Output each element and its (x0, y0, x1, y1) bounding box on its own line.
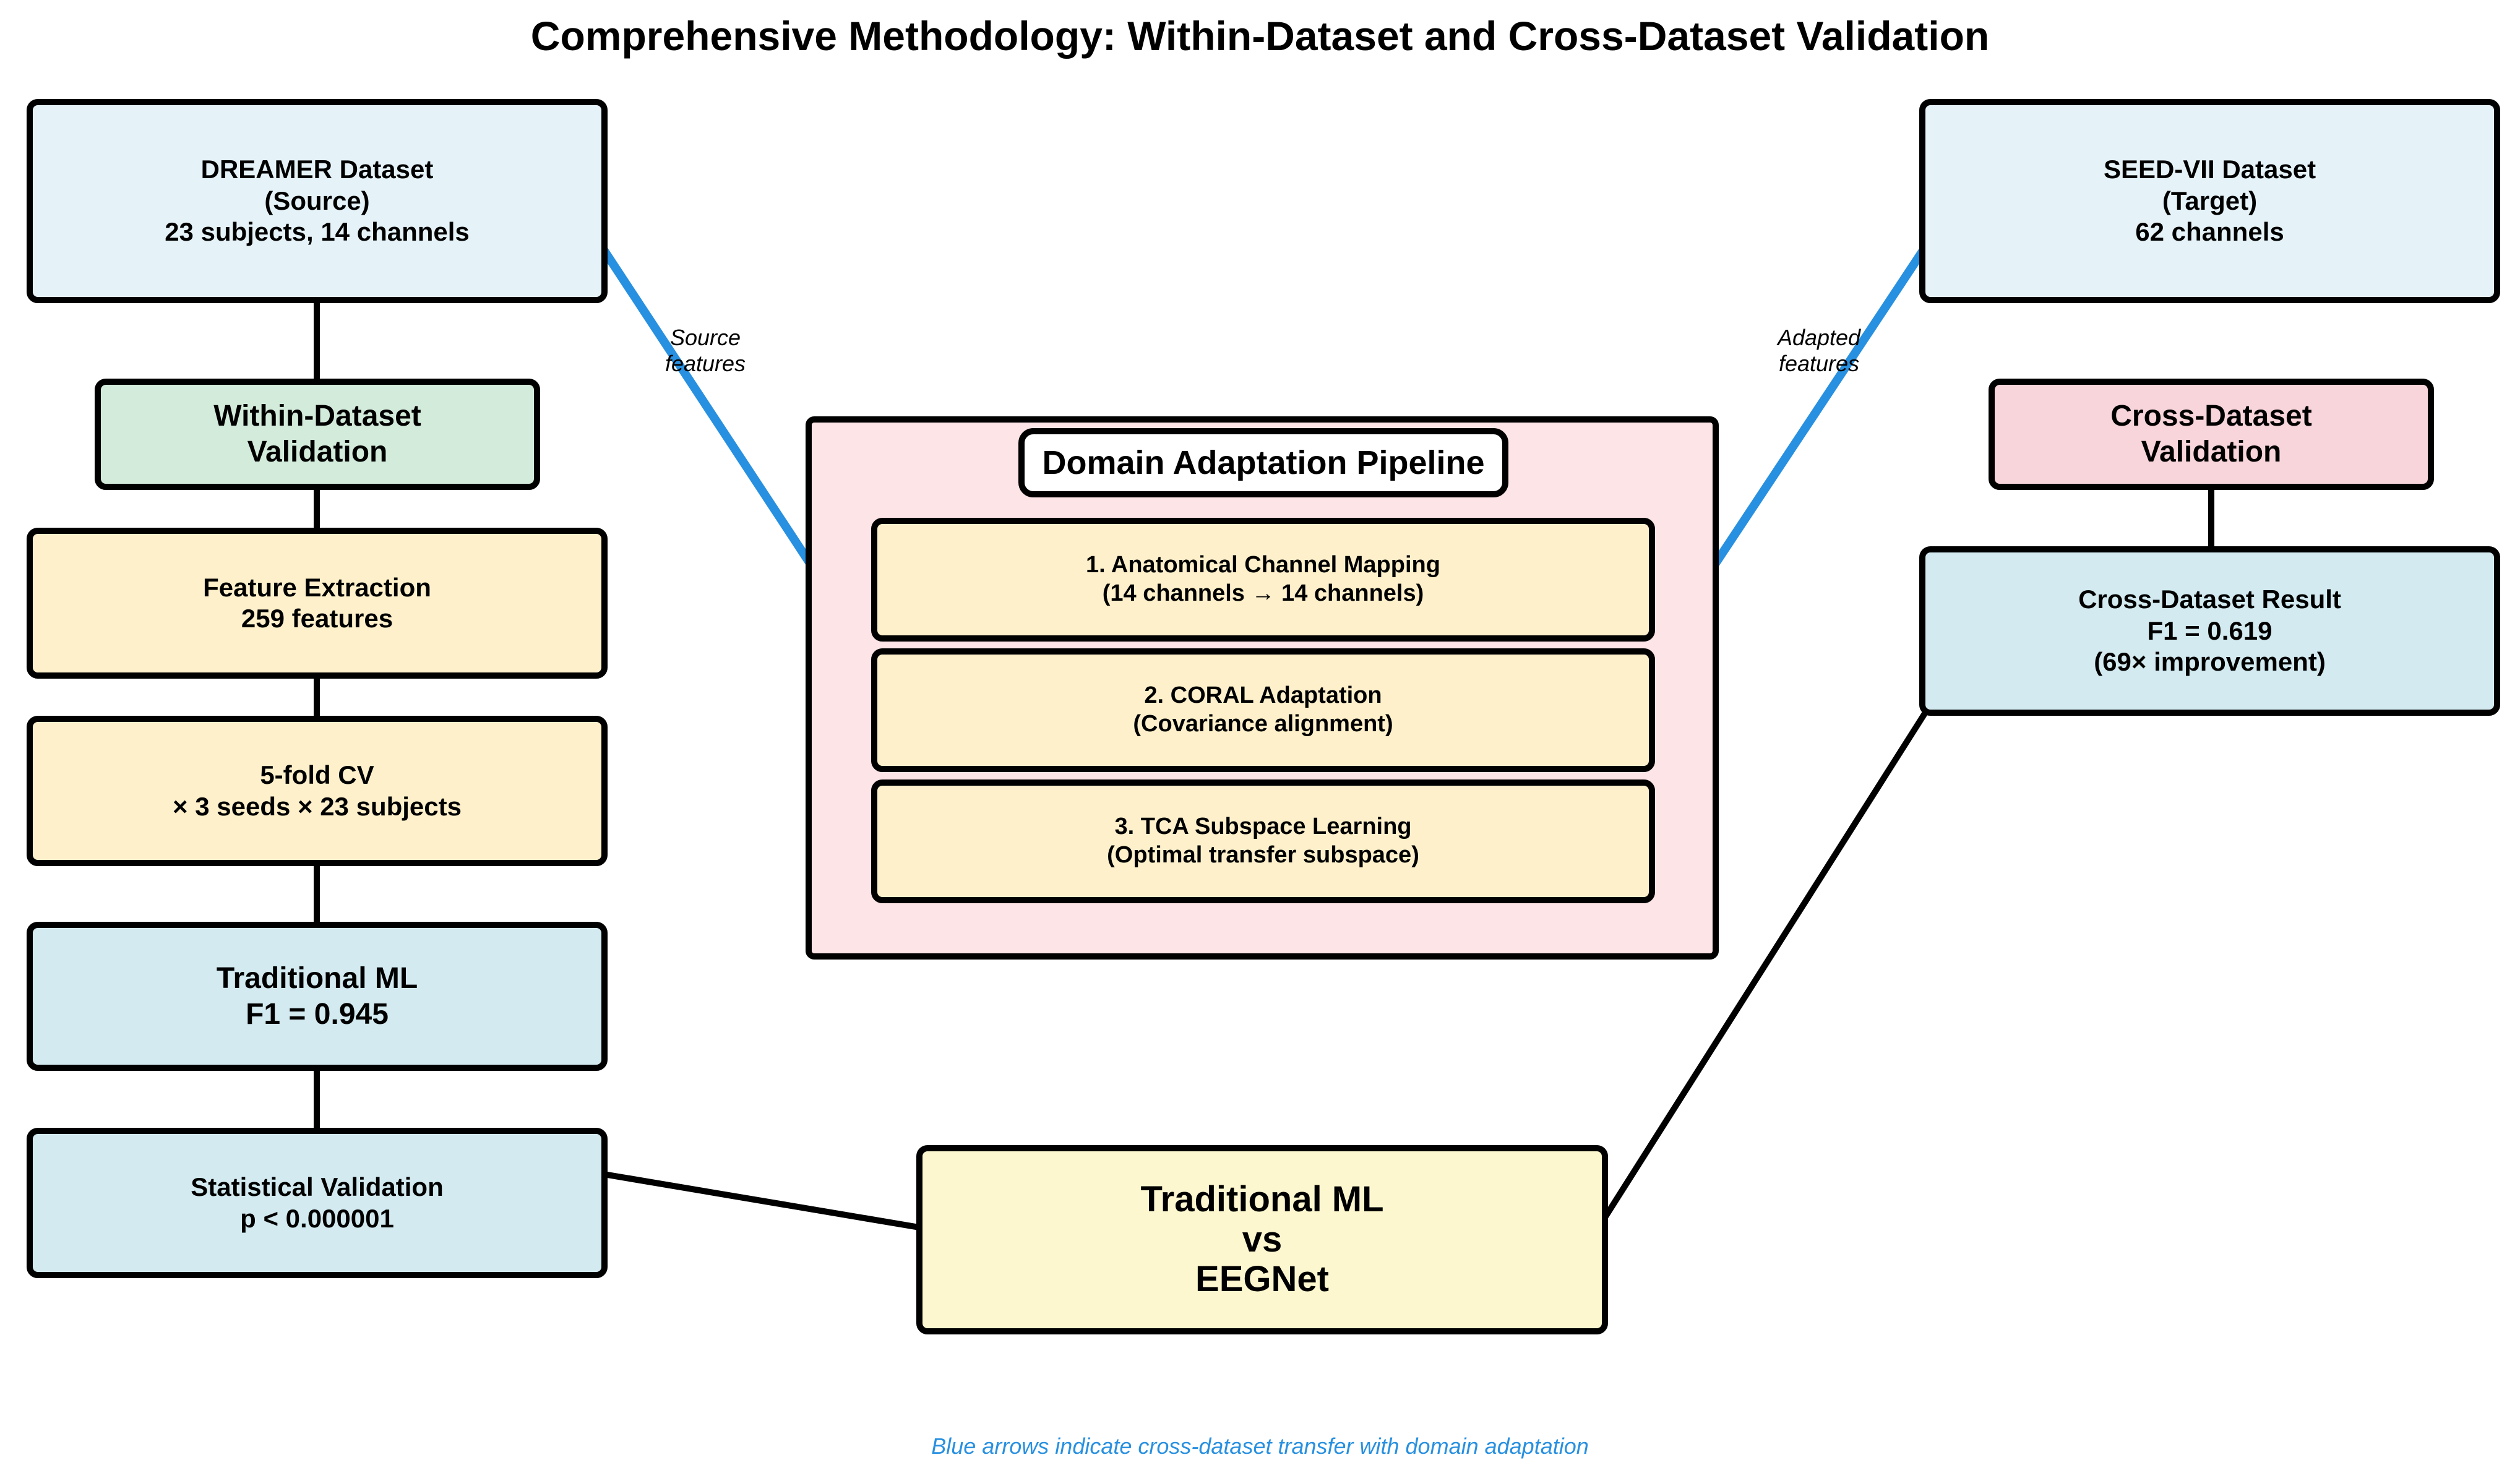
statistical-validation-label: Statistical Validation (191, 1172, 444, 1202)
comparison-vs: vs (1242, 1219, 1283, 1260)
source-label-line-1: Source (669, 325, 741, 350)
feature-count: 259 features (241, 604, 393, 633)
pipeline-step-coral: 2. CORAL Adaptation (Covariance alignmen… (871, 648, 1655, 772)
dreamer-dataset-name: DREAMER Dataset (200, 155, 434, 184)
within-dataset-validation-box: Within-Dataset Validation (95, 379, 540, 490)
cv-folds: 5-fold CV (260, 760, 374, 790)
within-validation-line-1: Within-Dataset (213, 400, 421, 433)
traditional-ml-result-box: Traditional ML F1 = 0.945 (27, 922, 608, 1071)
cross-validation-scheme-box: 5-fold CV × 3 seeds × 23 subjects (27, 716, 608, 866)
step-2-label: 2. CORAL Adaptation (1144, 682, 1382, 709)
step-1-detail: (14 channels → 14 channels) (1102, 580, 1424, 606)
pipeline-step-channel-mapping: 1. Anatomical Channel Mapping (14 channe… (871, 518, 1655, 642)
dreamer-dataset-details: 23 subjects, 14 channels (165, 217, 470, 247)
adapted-label-line-1: Adapted (1777, 325, 1861, 350)
traditional-ml-f1: F1 = 0.945 (246, 997, 389, 1031)
cross-result-improvement: (69× improvement) (2094, 647, 2326, 677)
dreamer-dataset-box: DREAMER Dataset (Source) 23 subjects, 14… (27, 99, 608, 303)
source-features-label: Source features (643, 325, 767, 377)
model-comparison-box: Traditional ML vs EEGNet (916, 1145, 1608, 1334)
step-2-detail: (Covariance alignment) (1133, 711, 1393, 737)
seed-dataset-role: (Target) (2162, 186, 2258, 215)
seed-dataset-name: SEED-VII Dataset (2103, 155, 2316, 184)
seed-vii-dataset-box: SEED-VII Dataset (Target) 62 channels (1919, 99, 2500, 303)
cv-seeds-subjects: × 3 seeds × 23 subjects (173, 791, 462, 821)
step-3-detail: (Optimal transfer subspace) (1107, 842, 1419, 868)
cross-validation-line-2: Validation (2141, 436, 2282, 468)
within-validation-line-2: Validation (247, 436, 388, 468)
pipeline-step-tca: 3. TCA Subspace Learning (Optimal transf… (871, 779, 1655, 903)
comparison-right: EEGNet (1195, 1259, 1329, 1300)
pipeline-title: Domain Adaptation Pipeline (1018, 428, 1508, 497)
statistical-p-value: p < 0.000001 (240, 1203, 394, 1233)
step-3-label: 3. TCA Subspace Learning (1114, 814, 1412, 840)
cross-result-label: Cross-Dataset Result (2078, 585, 2341, 614)
cross-dataset-result-box: Cross-Dataset Result F1 = 0.619 (69× imp… (1919, 546, 2500, 716)
comparison-left: Traditional ML (1140, 1179, 1384, 1219)
feature-extraction-label: Feature Extraction (203, 572, 431, 602)
cross-dataset-validation-box: Cross-Dataset Validation (1989, 379, 2434, 490)
footer-note: Blue arrows indicate cross-dataset trans… (931, 1433, 1589, 1459)
seed-dataset-details: 62 channels (2135, 217, 2284, 247)
cross-result-f1: F1 = 0.619 (2147, 616, 2273, 645)
feature-extraction-box: Feature Extraction 259 features (27, 528, 608, 679)
adapted-features-arrow (1709, 248, 1927, 570)
connector-result-comparison (1602, 710, 1929, 1219)
dreamer-dataset-role: (Source) (264, 186, 370, 215)
connector-stats-comparison (600, 1170, 920, 1230)
adapted-label-line-2: features (1778, 351, 1860, 377)
statistical-validation-box: Statistical Validation p < 0.000001 (27, 1128, 608, 1278)
step-1-label: 1. Anatomical Channel Mapping (1086, 552, 1440, 578)
source-features-arrow (596, 242, 814, 567)
adapted-features-label: Adapted features (1757, 325, 1881, 377)
source-label-line-2: features (664, 351, 746, 377)
traditional-ml-label: Traditional ML (216, 961, 418, 995)
cross-validation-line-1: Cross-Dataset (2110, 400, 2312, 433)
page-title: Comprehensive Methodology: Within-Datase… (530, 13, 1990, 59)
